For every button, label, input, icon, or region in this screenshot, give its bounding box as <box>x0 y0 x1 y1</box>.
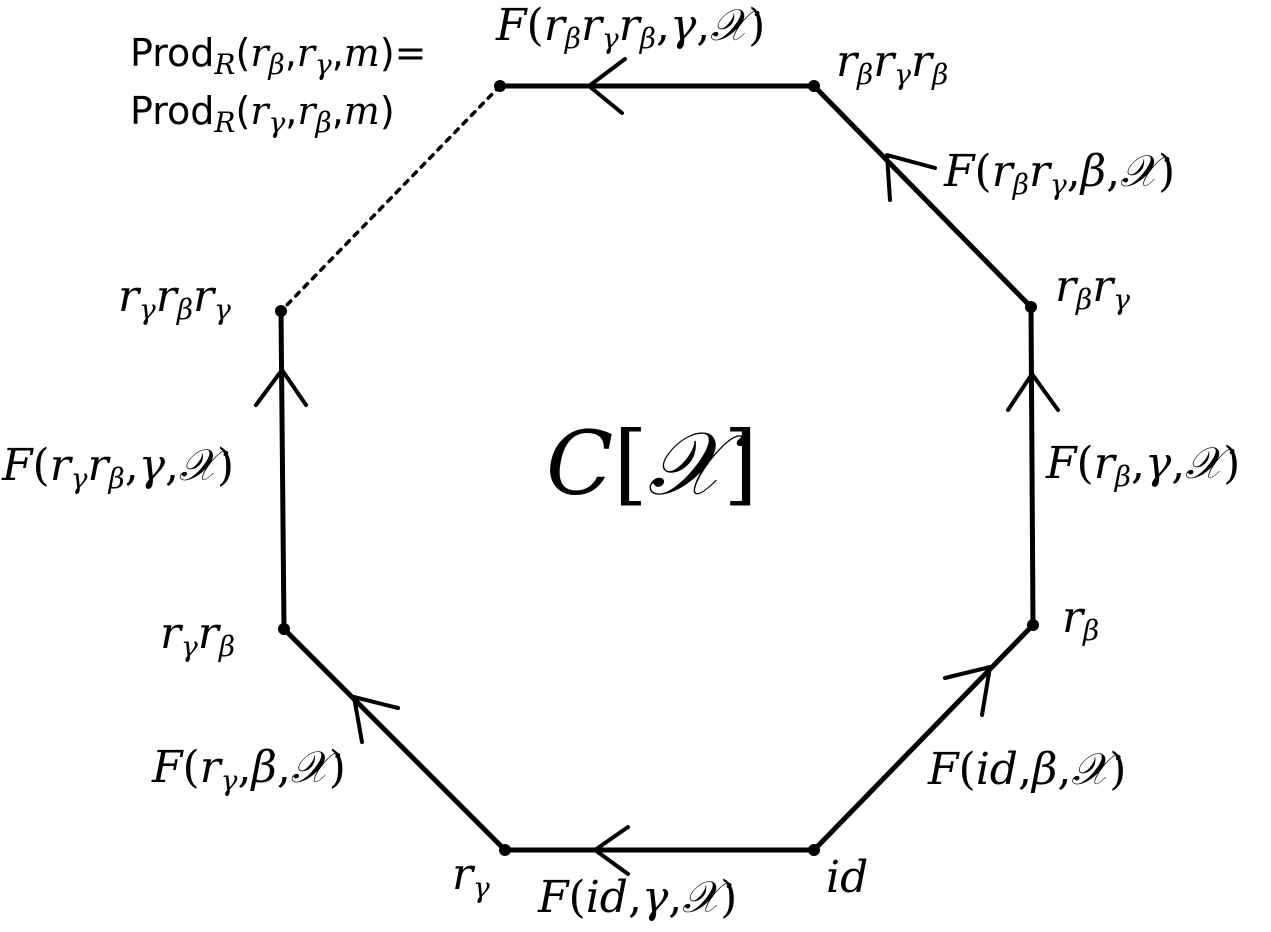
vertex-label-rbrg: rβrγ <box>1055 261 1131 316</box>
edge-label-rb-rbrg: F(rβ,γ,𝒳) <box>1046 438 1241 493</box>
edge-relation-dotted <box>279 84 502 313</box>
vertex-dot-rbrg <box>1025 301 1037 313</box>
arrowhead-rbrgrb-top <box>587 57 627 115</box>
vertex-label-rgrb: rγrβ <box>160 608 236 663</box>
vertex-dot-rgrbrg <box>275 305 287 317</box>
relation-label-line2: ProdR(rγ,rβ,m) <box>130 89 395 139</box>
vertex-label-rgrbrg: rγrβrγ <box>118 271 231 326</box>
vertex-label-rg: rγ <box>452 849 490 904</box>
arrowhead-id-rb <box>943 665 992 717</box>
vertex-dot-rgrb <box>278 623 290 635</box>
edge-id-rb <box>811 622 1036 853</box>
edge-rb-rbrg <box>1028 304 1036 628</box>
vertex-label-rb: rβ <box>1062 592 1100 647</box>
relation-label-line1: ProdR(rβ,rγ,m)= <box>130 31 427 81</box>
vertex-dot-id <box>808 844 820 856</box>
edge-label-rbrg-rbrgrb: F(rβrγ,β,𝒳) <box>944 146 1176 201</box>
arrowhead-rbrg-rbrgrb <box>885 153 937 202</box>
edge-rg-rgrb <box>281 626 508 853</box>
arrowhead-rg-rgrb <box>352 695 400 744</box>
edge-label-id-rb: F(id,β,𝒳) <box>928 744 1127 795</box>
edge-label-rbrgrb-top: F(rβrγrβ,γ,𝒳) <box>496 0 766 55</box>
vertex-dot-rb <box>1027 619 1039 631</box>
edge-rbrg-rbrgrb <box>811 83 1034 310</box>
arrowhead-rgrb-rgrbrg <box>254 368 308 407</box>
edge-label-rgrb-rgrbrg: F(rγrβ,γ,𝒳) <box>2 440 235 495</box>
vertex-dot-rg <box>499 844 511 856</box>
vertex-label-id: id <box>826 852 869 903</box>
center-label: C[𝒳] <box>546 412 758 515</box>
vertex-dot-top-left <box>494 80 506 92</box>
edge-rgrb-rgrbrg <box>278 308 287 632</box>
arrowhead-rb-rbrg <box>1006 372 1060 412</box>
vertex-label-rbrgrb: rβrγrβ <box>836 36 949 91</box>
edge-label-id-rg: F(id,γ,𝒳) <box>538 872 738 923</box>
edge-label-rg-rgrb: F(rγ,β,𝒳) <box>152 742 346 797</box>
arrowhead-id-rg <box>593 825 630 876</box>
vertex-dot-rbrgrb <box>808 80 820 92</box>
